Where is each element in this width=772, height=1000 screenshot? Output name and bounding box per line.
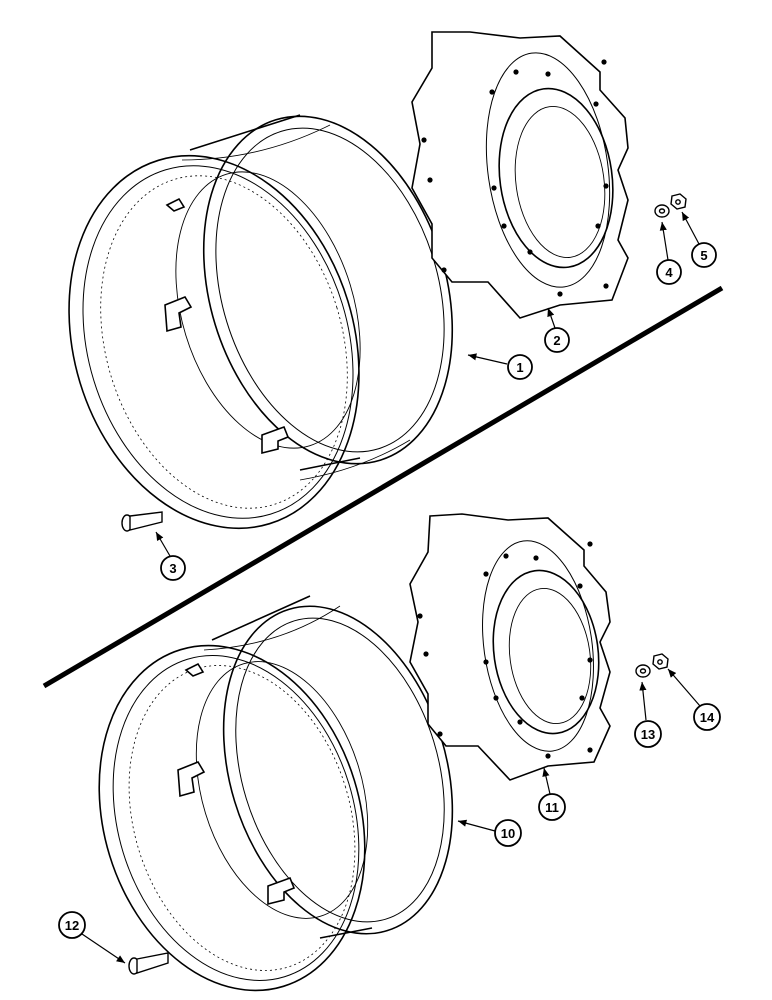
callout-14: 14: [693, 703, 721, 731]
bolt-lower: [128, 952, 169, 975]
svg-text:10: 10: [501, 826, 515, 841]
leader-lines: [81, 211, 701, 964]
callout-1: 1: [507, 354, 533, 380]
callout-10: 10: [494, 819, 522, 847]
svg-text:5: 5: [700, 248, 707, 263]
disc-bolt-holes-upper: [421, 59, 609, 297]
svg-text:2: 2: [553, 333, 560, 348]
svg-text:12: 12: [65, 918, 79, 933]
callout-3: 3: [160, 555, 186, 581]
wheel-centre-disc-upper: [411, 31, 629, 319]
wheel-centre-disc-lower: [409, 513, 611, 781]
callout-5: 5: [691, 242, 717, 268]
wheel-rim-upper: [68, 114, 454, 530]
bolt-upper: [121, 511, 163, 532]
callout-4: 4: [656, 259, 682, 285]
nut-upper: [670, 193, 687, 210]
washer-upper: [654, 204, 670, 218]
svg-text:3: 3: [169, 561, 176, 576]
callout-12: 12: [58, 911, 86, 939]
svg-text:13: 13: [641, 727, 655, 742]
svg-text:4: 4: [665, 265, 673, 280]
disc-bolt-holes-lower: [417, 541, 593, 759]
svg-text:14: 14: [700, 710, 715, 725]
washer-lower: [635, 664, 651, 678]
svg-text:1: 1: [516, 360, 523, 375]
callout-2: 2: [544, 327, 570, 353]
nut-lower: [652, 653, 669, 670]
callout-11: 11: [538, 793, 566, 821]
svg-text:11: 11: [545, 800, 559, 815]
section-divider: [42, 285, 724, 689]
callout-13: 13: [634, 720, 662, 748]
